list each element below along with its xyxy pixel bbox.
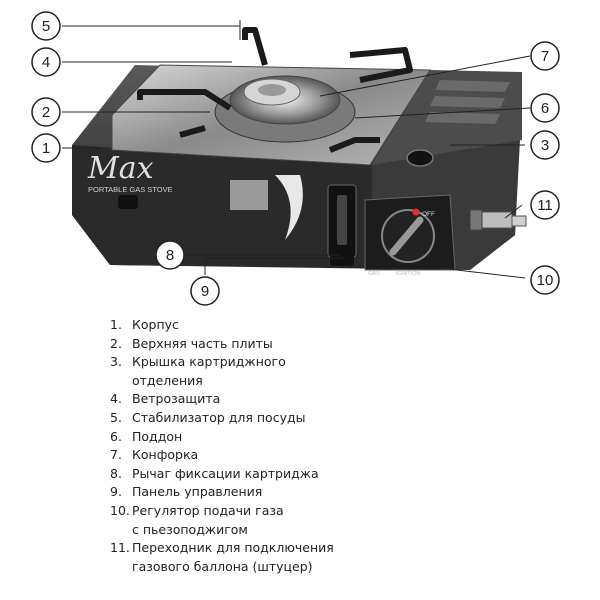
- stove-diagram: Max PORTABLE GAS STOVE OFF GAS IGNITION: [31, 11, 560, 306]
- svg-text:1: 1: [42, 140, 50, 157]
- callout-8: 8: [155, 240, 185, 270]
- callout-4: 4: [31, 47, 61, 77]
- legend-number: 6.: [110, 428, 122, 444]
- swoosh-decoration: [275, 175, 303, 240]
- legend-number: 9.: [110, 484, 122, 500]
- parts-legend: 1. Корпус 2. Верхняя часть плиты 3. Крышка …: [110, 316, 570, 576]
- legend-item: 9. Панель управления: [110, 483, 570, 502]
- control-panel: OFF GAS IGNITION: [364, 194, 456, 277]
- svg-text:9: 9: [201, 283, 209, 300]
- legend-text: Рычаг фиксации картриджа: [132, 465, 319, 481]
- svg-text:6: 6: [541, 100, 549, 117]
- legend-number: 7.: [110, 447, 122, 463]
- cartridge-lever: [327, 184, 357, 266]
- callout-11: 11: [530, 190, 560, 220]
- legend-text: Верхняя часть плиты: [132, 335, 273, 351]
- legend-item: 3. Крышка картриджного отделения: [110, 353, 570, 390]
- svg-text:2: 2: [42, 104, 50, 121]
- legend-number: 1.: [110, 317, 122, 332]
- legend-number: 4.: [110, 391, 122, 407]
- brand-logo: Max: [87, 151, 154, 186]
- legend-text: Корпус: [132, 317, 179, 332]
- legend-number: 10.: [110, 502, 130, 518]
- callout-6: 6: [530, 93, 560, 123]
- callout-7: 7: [530, 41, 560, 71]
- legend-number: 5.: [110, 409, 122, 425]
- svg-text:3: 3: [541, 137, 549, 154]
- legend-number: 2.: [110, 335, 122, 351]
- gas-adapter: [469, 209, 527, 231]
- legend-number: 11.: [110, 540, 130, 556]
- cartridge-lid: [372, 70, 522, 167]
- svg-text:5: 5: [42, 18, 50, 35]
- callout-2: 2: [31, 97, 61, 127]
- legend-item: 6. Поддон: [110, 428, 570, 447]
- svg-text:4: 4: [42, 54, 50, 71]
- legend-text: Конфорка: [132, 447, 199, 463]
- svg-text:8: 8: [166, 247, 174, 264]
- knob-off-label: OFF: [422, 211, 435, 218]
- legend-item: 4. Ветрозащита: [110, 390, 570, 409]
- svg-text:11: 11: [537, 197, 553, 214]
- leader-lines: [62, 20, 531, 279]
- legend-text: Стабилизатор для посуды: [132, 409, 306, 425]
- legend-item: 10.Регулятор подачи газа с пьезоподжигом: [110, 502, 570, 539]
- legend-text: Панель управления: [132, 484, 263, 500]
- legend-text: Поддон: [132, 428, 183, 444]
- safety-sticker: [230, 180, 268, 210]
- legend-text: Регулятор подачи газа с пьезоподжигом: [132, 502, 284, 537]
- pot-stabilizer: [137, 27, 413, 153]
- callout-10: 10: [530, 265, 560, 295]
- callout-9: 9: [190, 276, 220, 306]
- legend-item: 7. Конфорка: [110, 446, 570, 465]
- svg-text:10: 10: [537, 272, 554, 289]
- legend-text: Переходник для подключения газового балл…: [132, 540, 334, 574]
- legend-item: 11.Переходник для подключения газового б…: [110, 539, 570, 576]
- callout-1: 1: [31, 133, 61, 163]
- product-subtitle: PORTABLE GAS STOVE: [88, 185, 173, 194]
- knob-ignition-label: IGNITION: [396, 271, 420, 277]
- legend-number: 3.: [110, 354, 122, 370]
- legend-item: 5. Стабилизатор для посуды: [110, 409, 570, 428]
- callout-5: 5: [31, 11, 61, 41]
- legend-text: Крышка картриджного отделения: [132, 354, 286, 388]
- legend-item: 1. Корпус: [110, 316, 570, 335]
- legend-number: 8.: [110, 465, 122, 481]
- burner: [214, 75, 356, 143]
- svg-text:7: 7: [541, 48, 549, 65]
- knob-gas-label: GAS: [368, 271, 380, 277]
- legend-text: Ветрозащита: [132, 391, 221, 407]
- legend-item: 2. Верхняя часть плиты: [110, 335, 570, 354]
- legend-item: 8. Рычаг фиксации картриджа: [110, 465, 570, 484]
- callout-3: 3: [530, 130, 560, 160]
